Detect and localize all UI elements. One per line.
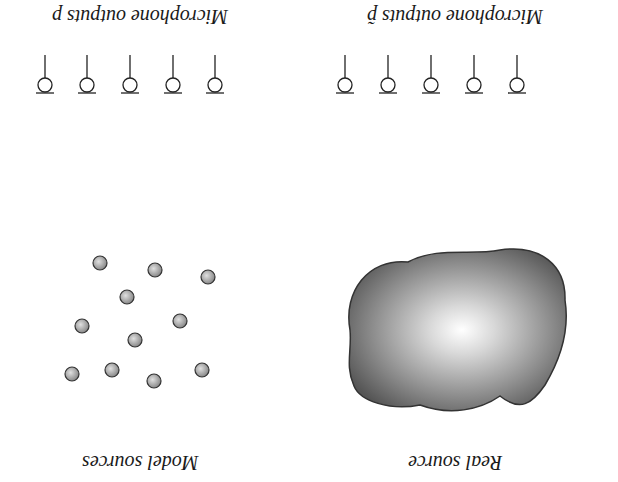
- model-source-point: [128, 333, 142, 347]
- microphone-symbol: [121, 55, 139, 93]
- microphone-symbol: [379, 55, 397, 93]
- microphone-label: Microphone outputs p̃: [367, 5, 543, 28]
- model-source-point: [120, 290, 134, 304]
- microphone-label: Microphone outputs p: [52, 5, 228, 28]
- model-source-points: [65, 256, 215, 388]
- microphone-symbol: [508, 55, 526, 93]
- microphone-symbol: [78, 55, 96, 93]
- model-source-point: [147, 374, 161, 388]
- model-source-point: [75, 319, 89, 333]
- model-source-point: [148, 263, 162, 277]
- model-source-point: [173, 314, 187, 328]
- microphone-symbol: [336, 55, 354, 93]
- source-label: Real source: [408, 451, 502, 474]
- microphone-symbol: [36, 55, 54, 93]
- model-source-point: [105, 363, 119, 377]
- model-source-point: [93, 256, 107, 270]
- source-label: Model sources: [82, 451, 198, 474]
- microphone-symbol: [206, 55, 224, 93]
- microphone-symbol: [422, 55, 440, 93]
- microphone-symbol: [164, 55, 182, 93]
- microphone-array: [36, 55, 526, 93]
- microphone-symbol: [465, 55, 483, 93]
- real-source-blob: [349, 249, 566, 411]
- model-source-point: [201, 270, 215, 284]
- model-source-point: [65, 367, 79, 381]
- model-source-point: [195, 363, 209, 377]
